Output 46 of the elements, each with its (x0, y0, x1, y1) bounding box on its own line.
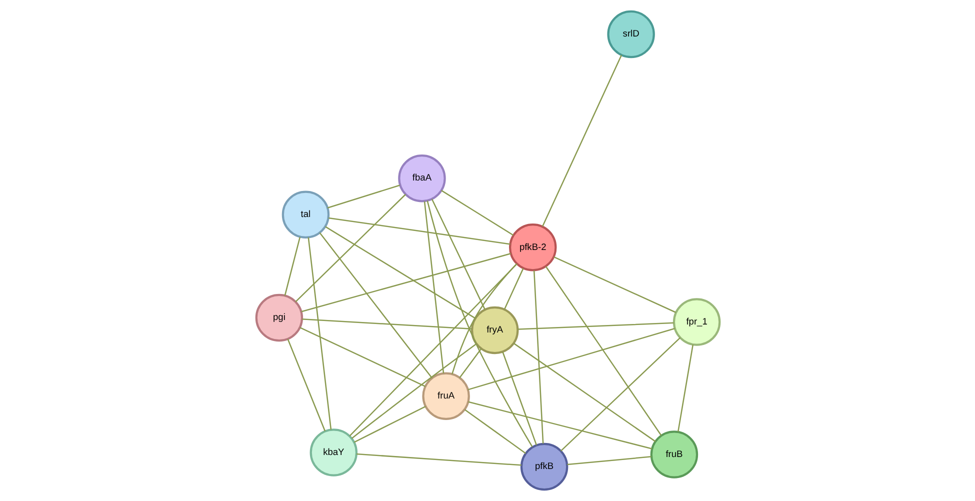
connector (299, 326, 426, 387)
connector (354, 406, 426, 443)
connector (676, 344, 694, 432)
node-circle: pfkB (520, 442, 568, 491)
connector (348, 263, 517, 436)
connector (544, 266, 662, 436)
node-circle: pgi (254, 294, 303, 342)
connector (566, 456, 651, 466)
connector (440, 190, 514, 236)
connector (307, 237, 332, 430)
connector (284, 236, 300, 296)
connector (517, 322, 674, 330)
node-circle: fbaA (398, 154, 446, 202)
connector (326, 184, 400, 208)
connector (532, 270, 544, 444)
connector (430, 198, 485, 310)
connector (560, 337, 680, 452)
connector (300, 252, 510, 312)
connector (318, 232, 432, 378)
connector (553, 256, 676, 313)
node-circle: kbaY (309, 428, 358, 476)
connector (468, 401, 652, 450)
node-circle: pfkB-2 (508, 224, 556, 272)
connector (503, 268, 524, 310)
connector (423, 201, 444, 374)
connector (286, 338, 326, 432)
connector (356, 453, 521, 466)
node-circle: fruA (422, 372, 470, 420)
connector (541, 54, 622, 227)
connector (467, 328, 674, 390)
node-circle: tal (281, 190, 330, 239)
node-circle: fruB (650, 430, 698, 478)
connector (451, 263, 517, 374)
connector (464, 409, 526, 454)
connector (350, 343, 476, 439)
node-circle: srlD (606, 10, 654, 58)
connector (458, 348, 482, 378)
connector (502, 352, 537, 446)
connector (302, 318, 472, 330)
connector (294, 194, 406, 302)
node-circle: fpr_1 (672, 298, 720, 346)
connector (512, 342, 656, 442)
node-circle: fryA (470, 306, 518, 354)
connector (328, 217, 510, 245)
connector (426, 200, 532, 448)
connector (324, 226, 476, 319)
